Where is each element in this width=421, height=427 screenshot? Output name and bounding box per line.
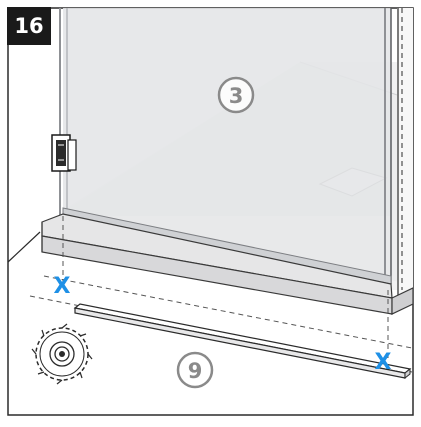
svg-text:3: 3 xyxy=(229,84,244,108)
step-number-badge: 16 xyxy=(7,7,51,45)
cut-marker-left: X xyxy=(54,274,71,299)
svg-text:X: X xyxy=(375,350,392,375)
tray-front-edge xyxy=(41,213,414,315)
right-wall xyxy=(397,8,413,296)
svg-text:X: X xyxy=(54,274,71,299)
callout-9: 9 xyxy=(176,351,214,389)
hinge-bracket xyxy=(51,134,77,172)
callout-3: 3 xyxy=(217,76,255,114)
circular-saw-blade-icon xyxy=(31,323,93,385)
svg-text:9: 9 xyxy=(188,359,203,383)
trim-strip xyxy=(73,303,412,380)
cut-marker-right: X xyxy=(375,350,392,375)
